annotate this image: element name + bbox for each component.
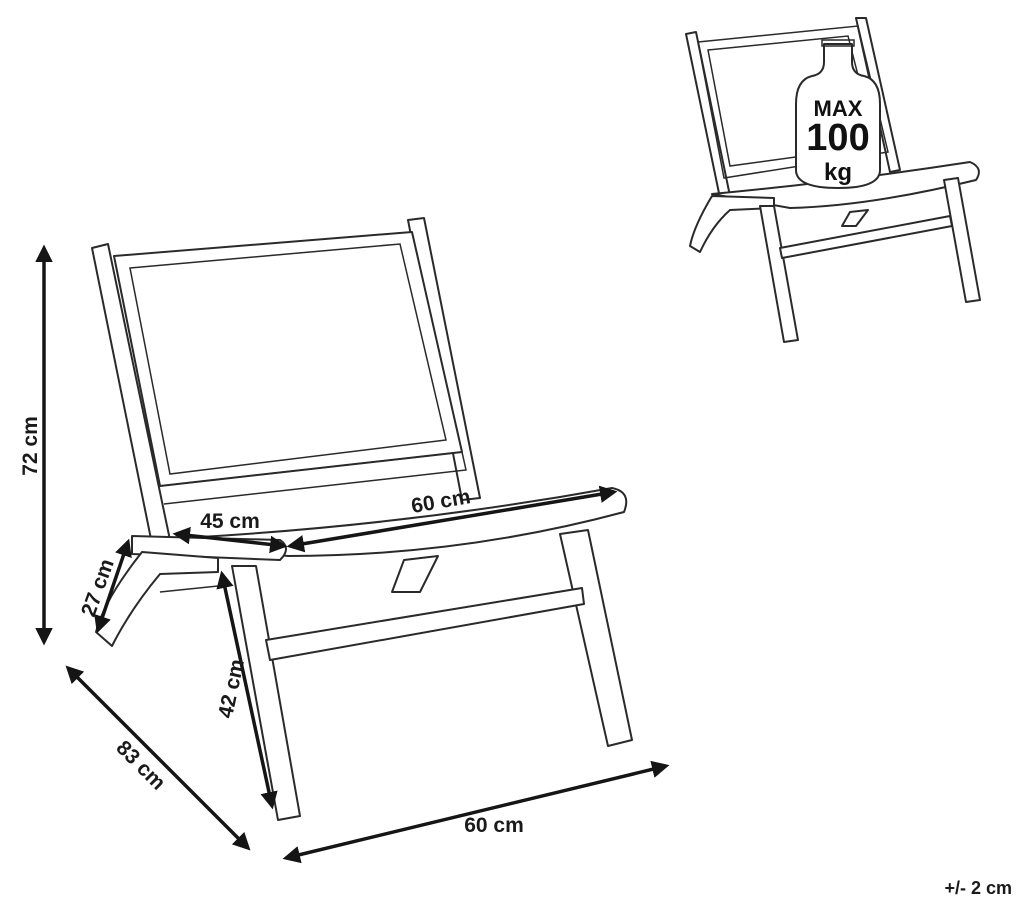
weight-max-label: MAX [814,96,863,121]
height-label: 72 cm [19,416,42,476]
side-rail [159,585,219,593]
small-front-left-leg [759,205,799,343]
armrest-depth-label: 45 cm [200,510,260,533]
seat-depth-arrow [286,485,618,553]
tolerance-label: +/- 2 cm [944,878,1012,898]
small-left-runner [689,195,775,253]
armrest-arrow [172,526,288,554]
backrest-panel [129,243,447,475]
weight-badge: MAX 100 kg [795,39,881,189]
backrest-frame [113,231,463,487]
weight-unit: kg [824,159,852,186]
seat-height-label: 42 cm [214,657,249,720]
front-right-leg [559,529,633,747]
small-stretcher [779,215,953,259]
rear-support [391,555,439,593]
weight-neck [821,39,855,47]
small-rear-support [841,209,869,227]
width-label: 60 cm [464,814,524,837]
backrest-arrow [94,538,132,634]
main-chair-drawing [91,217,633,821]
depth-arrow [65,665,251,851]
width-arrow [282,760,670,864]
weight-icon [795,43,881,189]
small-backrest [697,25,889,179]
front-stretcher [265,587,585,661]
weight-value: 100 [806,117,869,159]
dimension-arrows [35,244,670,864]
weight-chair-drawing: MAX 100 kg [685,17,981,343]
small-front-right-leg [943,177,981,303]
dimension-labels: 72 cm 27 cm 45 cm 60 cm 42 cm 83 cm 60 c… [19,416,1012,898]
depth-label: 83 cm [111,736,169,794]
